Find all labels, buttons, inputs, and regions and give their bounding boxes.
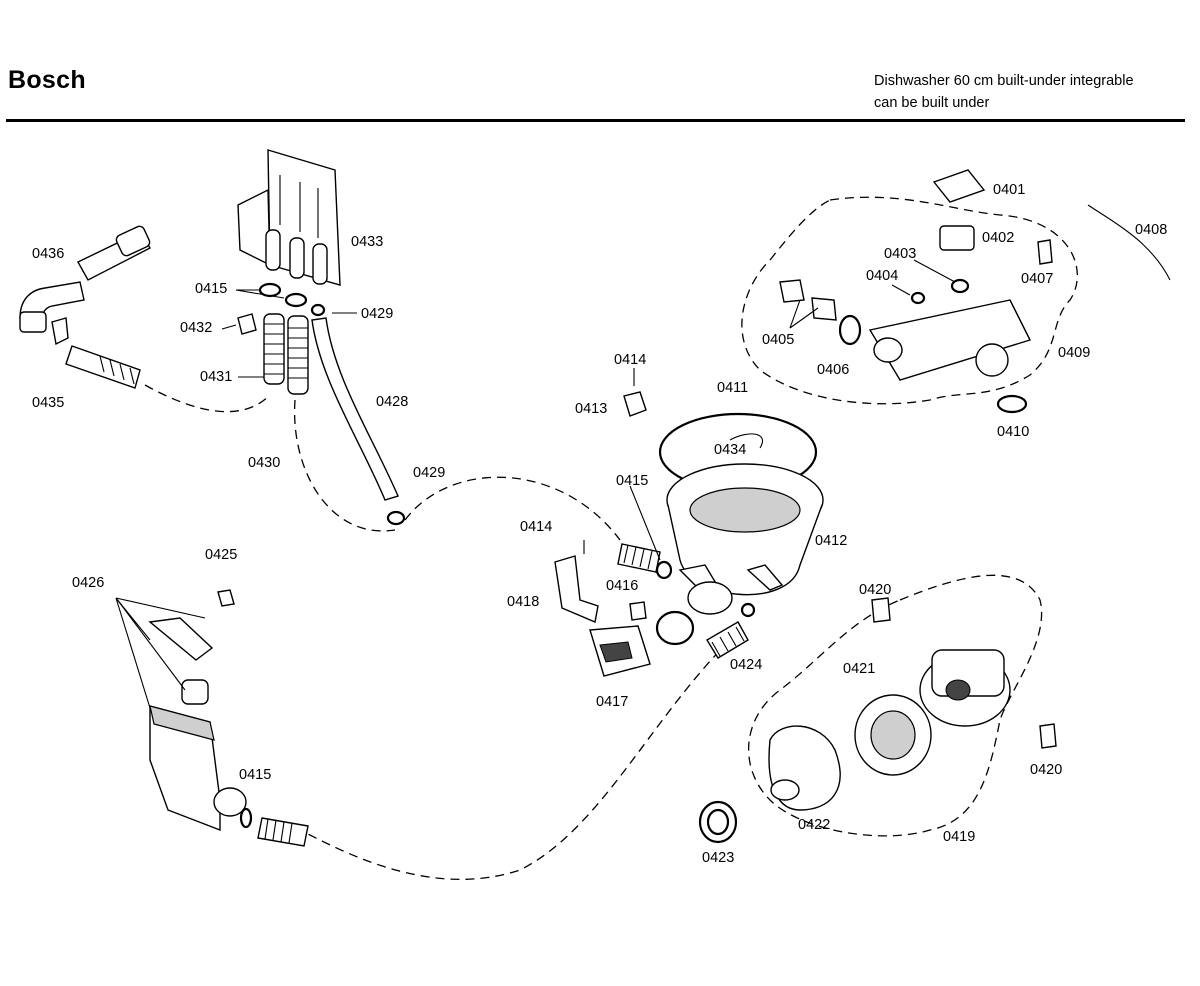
brand-title: Bosch xyxy=(8,66,86,94)
drain-pump xyxy=(554,555,651,677)
part-label: 0419 xyxy=(943,829,975,845)
part-label: 0420 xyxy=(859,582,891,598)
connection-lines xyxy=(144,196,1078,880)
hose-clip xyxy=(51,317,69,346)
part-label: 0432 xyxy=(180,320,212,336)
part-label: 0411 xyxy=(717,380,748,396)
sump-fittings xyxy=(583,368,756,659)
part-label: 0402 xyxy=(982,230,1014,246)
part-label: 0425 xyxy=(205,547,237,563)
part-label: 0434 xyxy=(714,442,746,458)
part-label: 0404 xyxy=(866,268,898,284)
part-label: 0414 xyxy=(614,352,646,368)
part-label: 0429 xyxy=(361,306,393,322)
part-label: 0408 xyxy=(1135,222,1167,238)
part-label: 0415 xyxy=(239,767,271,783)
part-label: 0415 xyxy=(195,281,227,297)
part-label: 0436 xyxy=(32,246,64,262)
part-label: 0435 xyxy=(32,395,64,411)
part-label: 0423 xyxy=(702,850,734,866)
header-divider xyxy=(6,119,1185,122)
part-label: 0410 xyxy=(997,424,1029,440)
part-number-labels: 0401 0402 0403 0404 0405 0406 0407 0408 … xyxy=(32,182,1167,866)
part-label: 0421 xyxy=(843,661,875,677)
part-label: 0413 xyxy=(575,401,607,417)
part-label: 0403 xyxy=(884,246,916,262)
part-label: 0401 xyxy=(993,182,1025,198)
heat-pump-unit xyxy=(148,589,309,847)
part-label: 0422 xyxy=(798,817,830,833)
sump-assembly xyxy=(658,412,824,615)
part-label: 0429 xyxy=(413,465,445,481)
part-label: 0424 xyxy=(730,657,762,673)
label-leader-lines xyxy=(115,259,956,709)
part-label: 0409 xyxy=(1058,345,1090,361)
part-label: 0405 xyxy=(762,332,794,348)
part-label: 0417 xyxy=(596,694,628,710)
part-label: 0416 xyxy=(606,578,638,594)
model-description: Dishwasher 60 cm built-under integrable … xyxy=(874,70,1174,114)
model-description-line-1: Dishwasher 60 cm built-under integrable xyxy=(874,73,1134,89)
part-label: 0431 xyxy=(200,369,232,385)
part-label: 0430 xyxy=(248,455,280,471)
part-label: 0412 xyxy=(815,533,847,549)
part-label: 0414 xyxy=(520,519,552,535)
part-label: 0418 xyxy=(507,594,539,610)
part-label: 0428 xyxy=(376,394,408,410)
drain-hose-straight xyxy=(65,345,141,389)
part-label: 0420 xyxy=(1030,762,1062,778)
part-label: 0415 xyxy=(616,473,648,489)
part-label: 0406 xyxy=(817,362,849,378)
part-label: 0426 xyxy=(72,575,104,591)
water-pocket xyxy=(237,149,341,286)
model-description-line-2: can be built under xyxy=(874,95,990,111)
inlet-valve-assembly xyxy=(779,169,1171,414)
part-label: 0407 xyxy=(1021,271,1053,287)
part-label: 0433 xyxy=(351,234,383,250)
circulation-pump xyxy=(698,597,1057,844)
drain-hose-elbow xyxy=(19,225,151,333)
